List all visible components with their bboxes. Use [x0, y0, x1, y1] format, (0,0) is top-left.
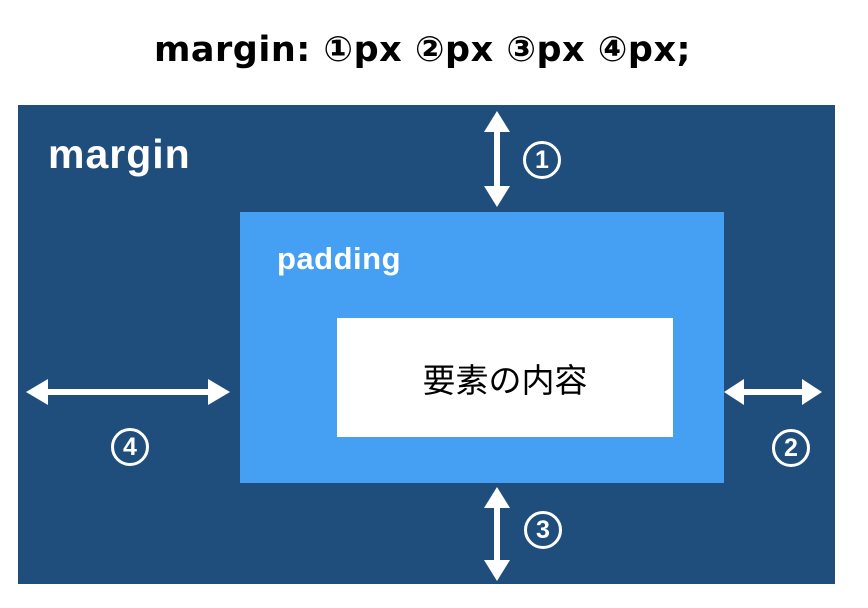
content-area: 要素の内容 [337, 318, 673, 437]
diagram-title: margin: ①px ②px ③px ④px; [153, 30, 692, 70]
padding-label: padding [277, 241, 402, 276]
content-label: 要素の内容 [422, 361, 588, 399]
top-margin-arrow-icon [484, 111, 510, 207]
circled-number-3-bottom: 3 [524, 511, 562, 549]
right-margin-arrow-icon [724, 379, 822, 405]
left-margin-arrow-icon [26, 379, 230, 405]
margin-label: margin [48, 131, 191, 177]
circled-number-2-right: 2 [772, 429, 810, 467]
circled-number-1-top: 1 [523, 141, 561, 179]
bottom-margin-arrow-icon [484, 487, 510, 581]
circled-number-4-left: 4 [111, 428, 149, 466]
